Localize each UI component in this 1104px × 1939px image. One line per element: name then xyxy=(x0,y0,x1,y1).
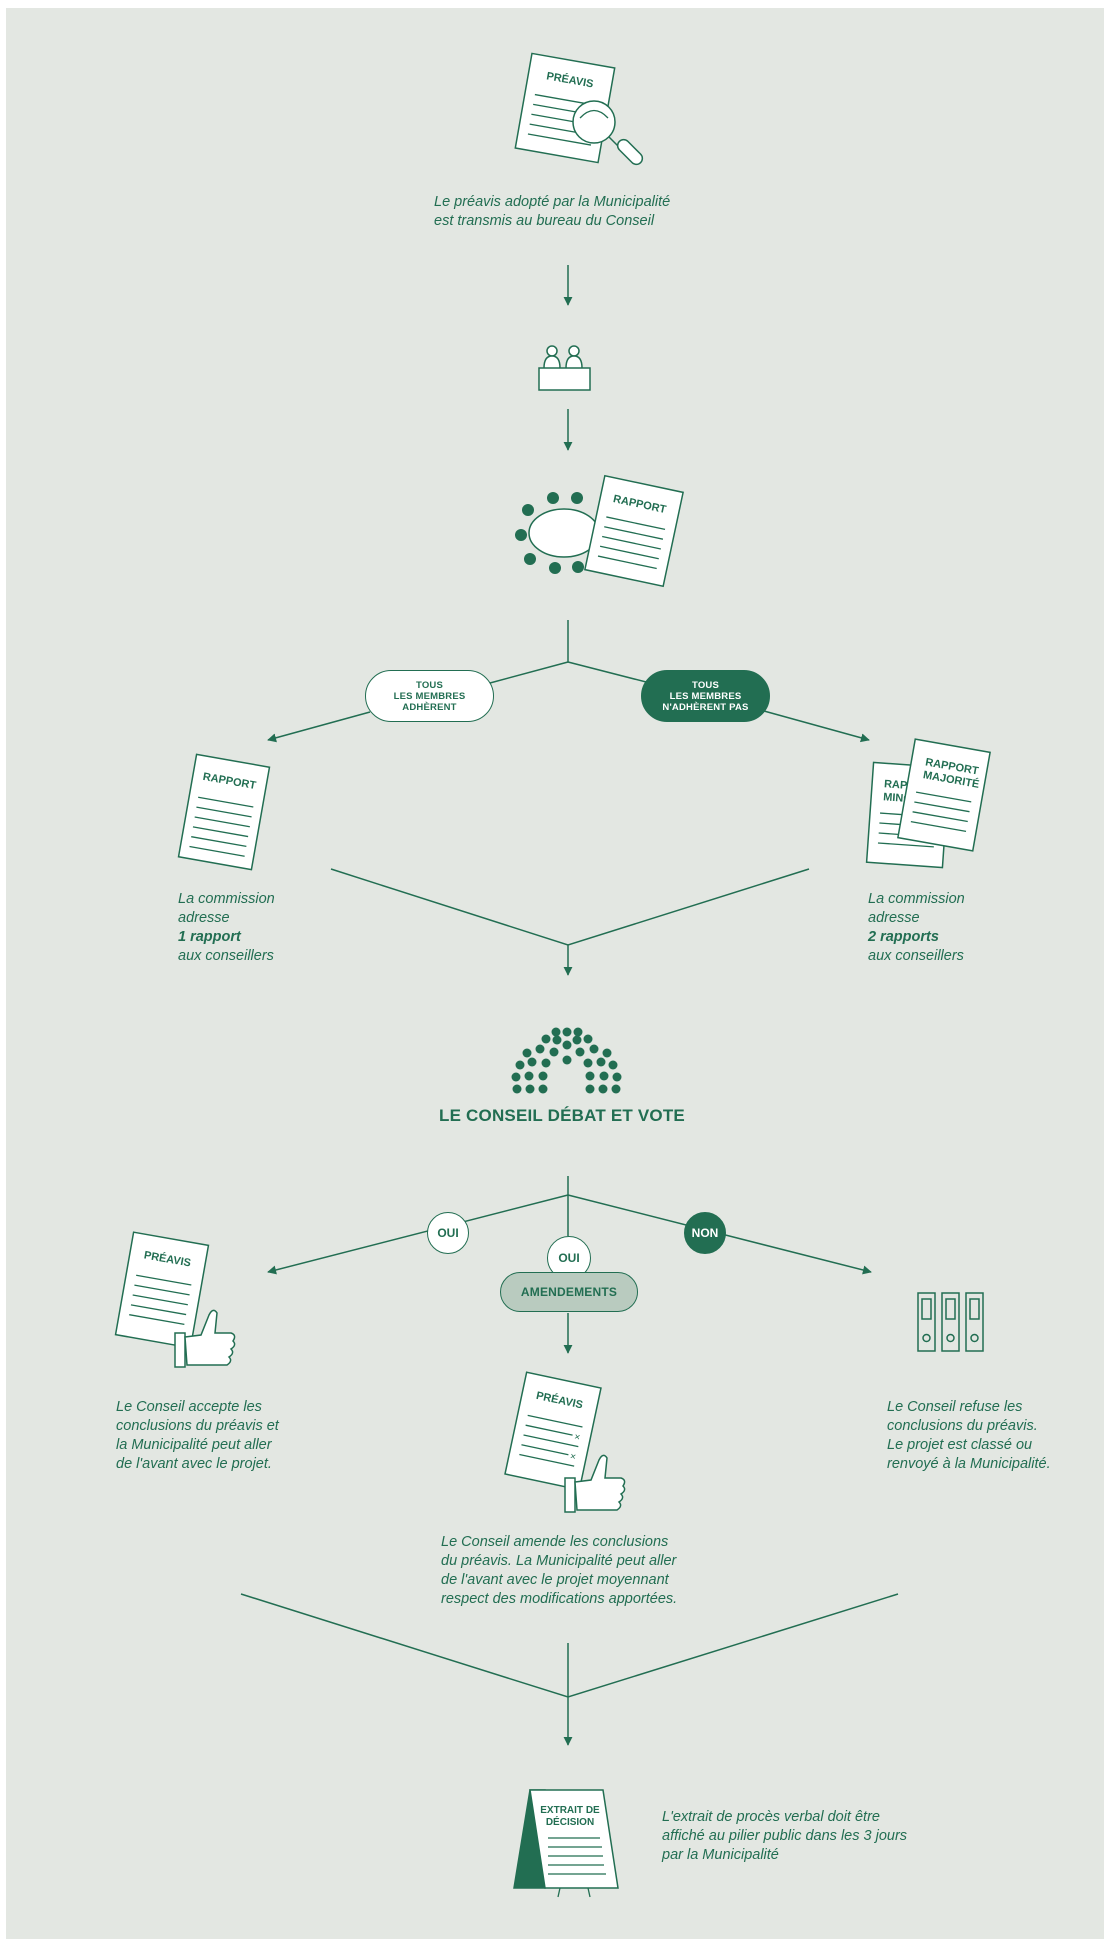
rapport-document-icon: RAPPORT xyxy=(177,753,271,871)
oui-badge-left: OUI xyxy=(427,1212,469,1254)
caption-line: conclusions du préavis et xyxy=(116,1418,279,1434)
pill-line: N'ADHÈRENT PAS xyxy=(662,701,749,713)
svg-text:DÉCISION: DÉCISION xyxy=(546,1815,594,1828)
pill-line: ADHÈRENT xyxy=(402,701,457,713)
preavis-amende-icon: PRÉAVIS × × xyxy=(504,1371,602,1491)
amendements-pill: AMENDEMENTS xyxy=(500,1272,638,1312)
caption-line: est transmis au bureau du Conseil xyxy=(434,213,655,229)
caption-line-bold: 1 rapport xyxy=(178,928,275,947)
rapport-document-icon: RAPPORT xyxy=(584,474,684,588)
pill-line: LES MEMBRES xyxy=(669,690,742,702)
bureau-desk-icon xyxy=(538,345,591,391)
caption-line: de l'avant avec le projet. xyxy=(116,1456,272,1472)
council-title: LE CONSEIL DÉBAT ET VOTE xyxy=(439,1106,685,1125)
svg-text:×: × xyxy=(573,1432,581,1444)
caption-line: adresse xyxy=(868,910,920,926)
caption-line: de l'avant avec le projet moyennant xyxy=(441,1572,669,1588)
caption-line: La commission xyxy=(178,891,275,907)
caption-line: Le projet est classé ou xyxy=(887,1437,1033,1453)
caption-line-bold: 2 rapports xyxy=(868,928,965,947)
thumbs-up-icon xyxy=(174,1309,236,1368)
caption-line: Le préavis adopté par la Municipalité xyxy=(434,194,671,210)
caption-line: renvoyé à la Municipalité. xyxy=(887,1456,1051,1472)
svg-text:×: × xyxy=(569,1451,577,1463)
caption-line: Le Conseil accepte les xyxy=(116,1399,262,1415)
commission-2-rapports-caption: La commission adresse 2 rapports aux con… xyxy=(868,890,965,966)
extrait-decision-board-icon: EXTRAIT DE DÉCISION xyxy=(513,1789,619,1898)
caption-line: La commission xyxy=(868,891,965,907)
caption-bold: 1 rapport xyxy=(178,929,241,945)
caption-line: conclusions du préavis. xyxy=(887,1418,1038,1434)
pill-line: TOUS xyxy=(415,679,444,691)
caption-line: par la Municipalité xyxy=(662,1847,779,1863)
thumbs-up-icon xyxy=(564,1454,626,1513)
caption-line: Le Conseil refuse les xyxy=(887,1399,1023,1415)
commission-1-rapport-caption: La commission adresse 1 rapport aux cons… xyxy=(178,890,275,966)
binders-icon xyxy=(917,1292,984,1352)
pill-tous-adherent: TOUS LES MEMBRES ADHÈRENT xyxy=(365,670,494,722)
branch-lines xyxy=(267,620,870,743)
caption-line: respect des modifications apportées. xyxy=(441,1591,678,1607)
caption-line: aux conseillers xyxy=(178,948,274,964)
caption-line: L'extrait de procès verbal doit être xyxy=(662,1809,880,1825)
rapport-majorite-icon: RAPPORT MAJORITÉ xyxy=(897,738,991,852)
caption-line: la Municipalité peut aller xyxy=(116,1437,272,1453)
preavis-document-icon: PRÉAVIS xyxy=(114,1231,210,1349)
caption-bold: 2 rapports xyxy=(868,929,939,945)
magnifier-icon xyxy=(572,100,644,166)
pill-line: LES MEMBRES xyxy=(393,690,466,702)
commission-table-icon xyxy=(515,492,600,574)
merge-lines xyxy=(330,868,810,976)
refuse-caption: Le Conseil refuse les conclusions du pré… xyxy=(887,1398,1051,1474)
non-badge: NON xyxy=(684,1212,726,1254)
final-merge-lines xyxy=(240,1593,899,1746)
accept-caption: Le Conseil accepte les conclusions du pr… xyxy=(116,1398,279,1474)
svg-text:EXTRAIT DE: EXTRAIT DE xyxy=(540,1805,600,1816)
caption-line: aux conseillers xyxy=(868,948,964,964)
diagram-background xyxy=(6,8,1104,1939)
pill-tous-nadherent-pas: TOUS LES MEMBRES N'ADHÈRENT PAS xyxy=(641,670,770,722)
final-caption: L'extrait de procès verbal doit être aff… xyxy=(662,1808,907,1865)
step1-caption: Le préavis adopté par la Municipalité es… xyxy=(434,193,670,231)
caption-line: adresse xyxy=(178,910,230,926)
caption-line: Le Conseil amende les conclusions xyxy=(441,1534,669,1550)
amend-caption: Le Conseil amende les conclusions du pré… xyxy=(441,1533,677,1609)
caption-line: du préavis. La Municipalité peut aller xyxy=(441,1553,677,1569)
pill-line: TOUS xyxy=(691,679,720,691)
hemicycle-icon xyxy=(511,1027,622,1094)
caption-line: affiché au pilier public dans les 3 jour… xyxy=(662,1828,908,1844)
